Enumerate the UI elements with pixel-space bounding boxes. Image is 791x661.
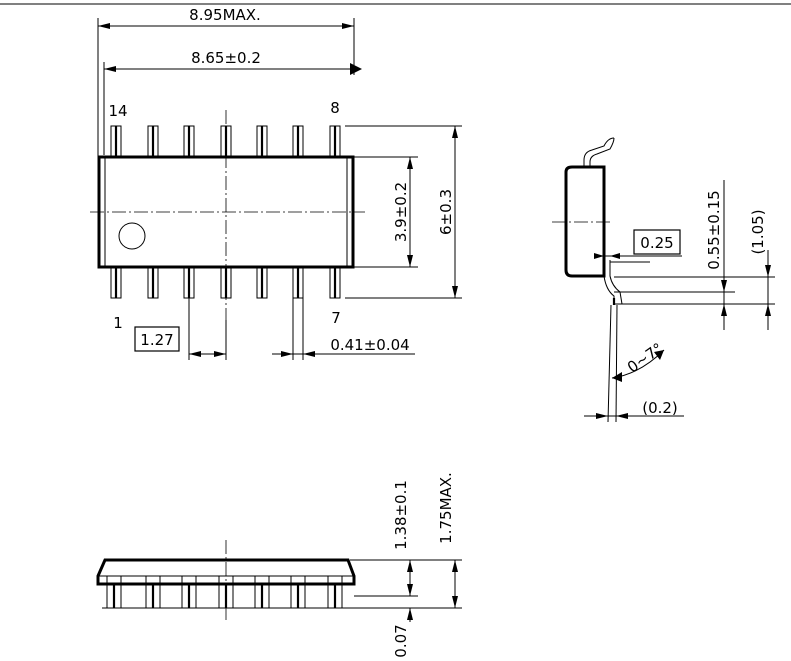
- pitch-box: [134, 326, 180, 352]
- lead-thickness-label: 0.25: [640, 234, 673, 252]
- pin1-marker: [118, 222, 146, 250]
- max-height-label: 1.75MAX.: [437, 472, 455, 544]
- pin-number-1: 1: [113, 314, 123, 332]
- lead-length-label: (1.05): [749, 209, 767, 254]
- lead-thickness-box: [633, 229, 681, 255]
- body-length-label: 8.65±0.2: [191, 49, 261, 67]
- top-view: 8.95MAX. 8.65±0.2: [90, 6, 462, 360]
- side-body: [564, 165, 606, 278]
- total-width-label: 6±0.3: [437, 189, 455, 235]
- angle-label: 0~7°: [624, 339, 666, 376]
- standoff-label: 0.07: [392, 624, 410, 657]
- side-view: 0.25 0.55±0.15 (1.05) 0~7° (0.2): [552, 137, 775, 423]
- pin-number-14: 14: [108, 102, 127, 120]
- standoff-ref-label: (0.2): [642, 399, 678, 417]
- pin-number-8: 8: [330, 99, 340, 117]
- front-view: 1.38±0.1 1.75MAX. 0.07: [96, 472, 462, 658]
- body-width-label: 3.9±0.2: [392, 182, 410, 242]
- pitch-label: 1.27: [140, 331, 173, 349]
- overall-length-label: 8.95MAX.: [189, 6, 261, 24]
- body-height-label: 1.38±0.1: [392, 480, 410, 550]
- lead-width-label: 0.41±0.04: [330, 336, 409, 354]
- pin-number-7: 7: [331, 309, 341, 327]
- foot-length-label: 0.55±0.15: [705, 190, 723, 269]
